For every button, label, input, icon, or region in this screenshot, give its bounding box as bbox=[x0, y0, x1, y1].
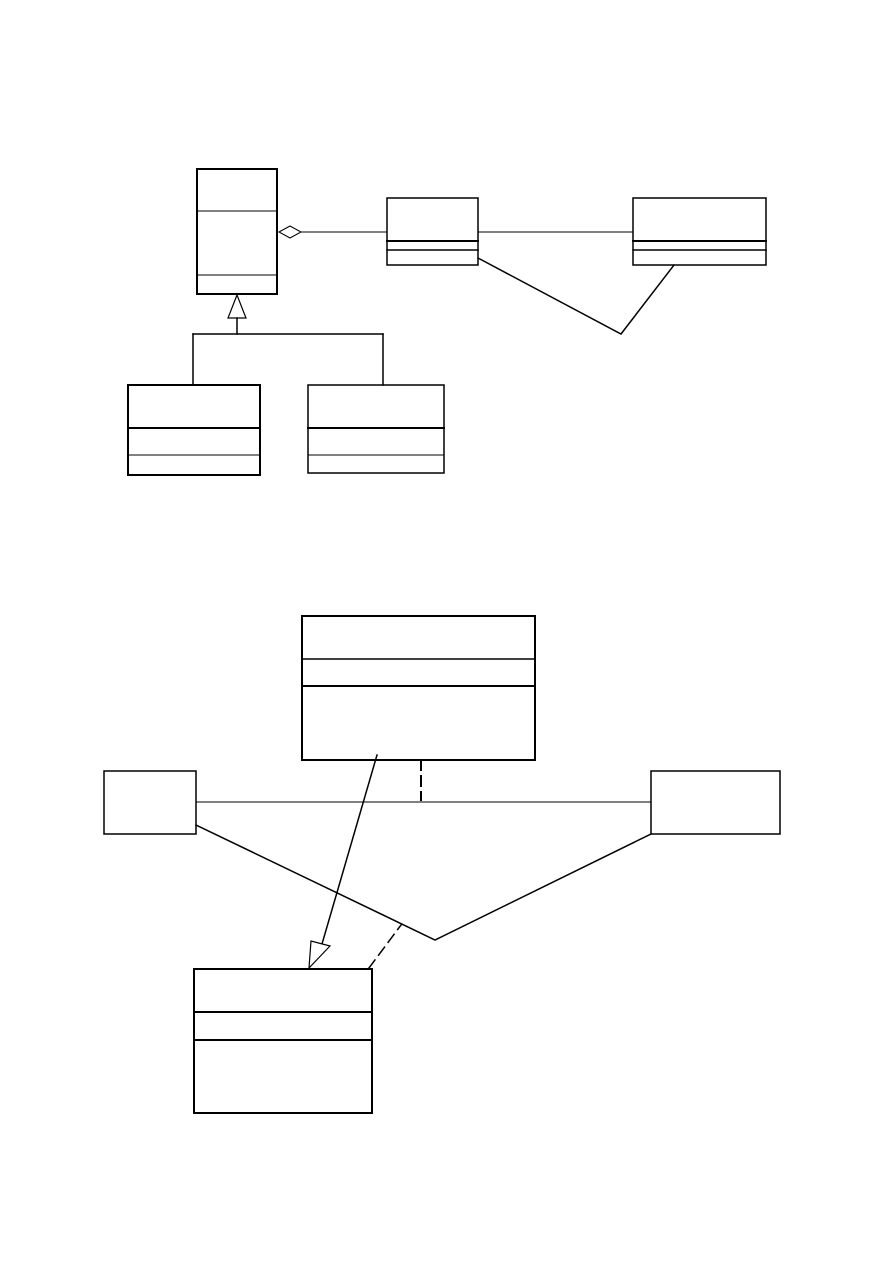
bottom-class-box bbox=[193, 968, 373, 1114]
top-class-box bbox=[301, 615, 536, 761]
bottom-generalization-relation bbox=[308, 754, 378, 970]
composite-class-box bbox=[196, 168, 278, 295]
component-class-box bbox=[386, 197, 479, 266]
v-association-class-dashed-link bbox=[367, 923, 403, 970]
aggregation-relation bbox=[277, 225, 388, 239]
bent-association-line bbox=[476, 256, 676, 335]
subclass-right-box bbox=[307, 384, 445, 474]
left-box bbox=[103, 770, 197, 835]
generalization-triangle-icon bbox=[227, 293, 247, 319]
bottom-generalization-triangle-icon bbox=[308, 940, 332, 970]
aggregation-diamond-icon bbox=[277, 225, 303, 239]
right-box bbox=[650, 770, 781, 835]
top-diagram bbox=[127, 168, 767, 476]
right-class-box bbox=[632, 197, 767, 266]
subclass-left-box bbox=[127, 384, 261, 476]
generalization-relation bbox=[192, 293, 384, 386]
bottom-diagram bbox=[103, 615, 781, 1114]
v-association-line bbox=[194, 823, 653, 941]
